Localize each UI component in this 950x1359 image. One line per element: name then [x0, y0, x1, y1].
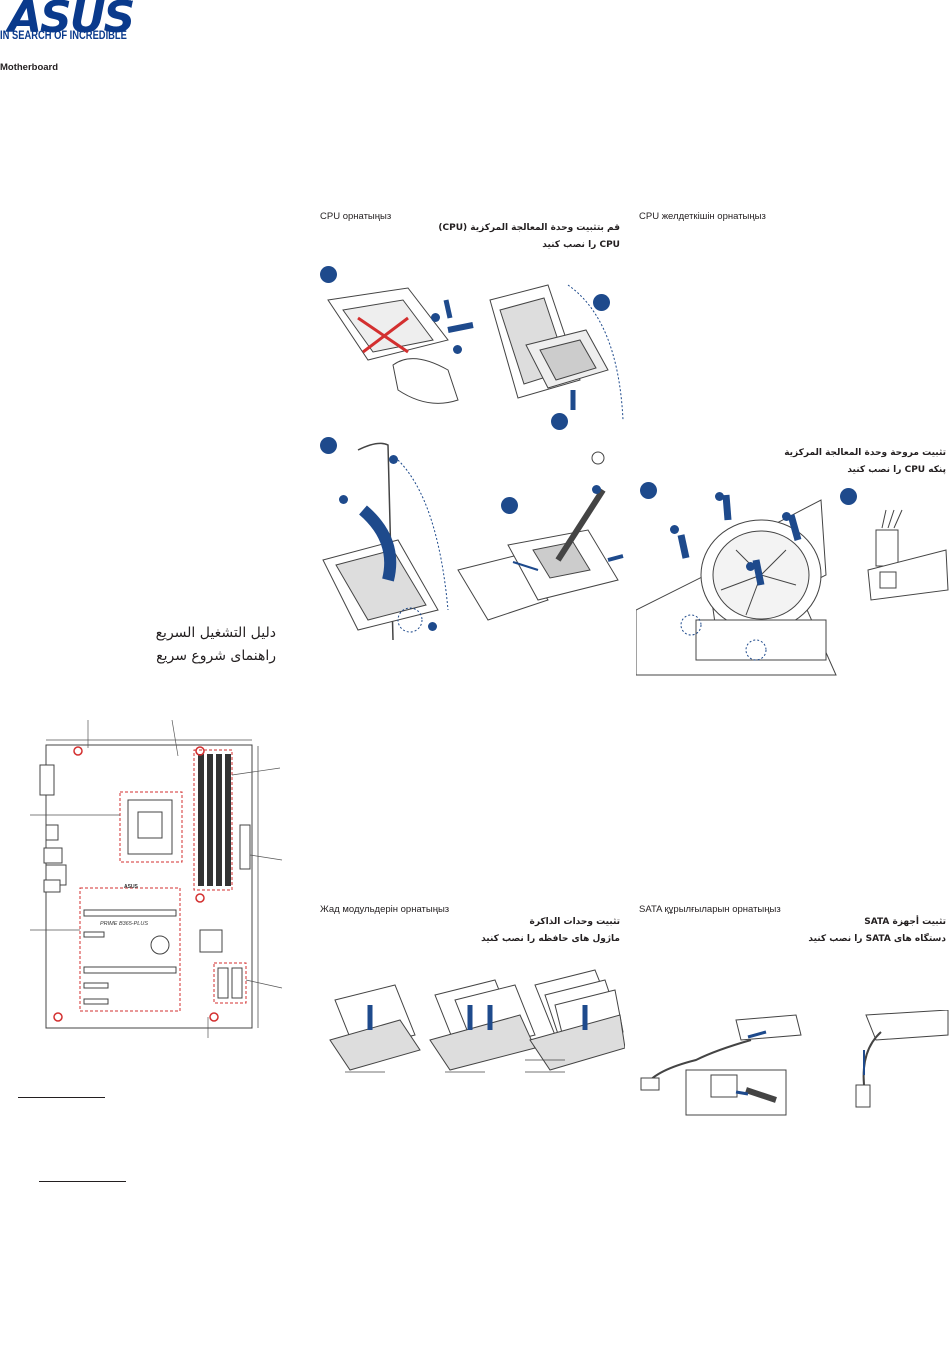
product-category: Motherboard	[0, 62, 59, 73]
step-marker	[453, 345, 462, 354]
sata-title-kk: SATA құрылғыларын орнатыңыз	[639, 904, 781, 915]
quick-start-arabic: دليل التشغيل السريع	[155, 625, 276, 641]
sata-install-illustration	[636, 1010, 950, 1120]
cooler-title-ar: تثبيت مروحة وحدة المعالجة المركزية	[784, 448, 946, 458]
step-marker	[782, 512, 791, 521]
asus-wordmark: ASUS	[8, 0, 135, 43]
step-marker	[593, 294, 610, 311]
quick-start-persian: راهنمای شروع سریع	[156, 648, 276, 664]
step-marker	[428, 622, 437, 631]
step-marker	[339, 495, 348, 504]
cpu-title-kk: CPU орнатыңыз	[320, 211, 392, 222]
step-marker	[320, 266, 337, 283]
cooler-title-fa: پنکه CPU را نصب کنید	[847, 465, 946, 475]
step-marker	[592, 485, 601, 494]
cpu-install-illustration	[318, 260, 628, 660]
step-marker	[670, 525, 679, 534]
board-logo: ASUS	[124, 884, 138, 890]
step-marker	[501, 497, 518, 514]
memory-title-ar: تثبيت وحدات الذاكرة	[529, 917, 621, 927]
divider-line	[18, 1097, 105, 1098]
memory-title-fa: ماژول های حافظه را نصب کنید	[481, 934, 620, 944]
step-marker	[640, 482, 657, 499]
step-marker	[551, 413, 568, 430]
board-model: PRIME B365-PLUS	[100, 921, 148, 927]
step-marker	[715, 492, 724, 501]
divider-line	[39, 1181, 126, 1182]
brand-logo: ASUS ®	[0, 0, 135, 40]
motherboard-layout-diagram: ASUS PRIME B365-PLUS	[0, 720, 290, 1050]
step-marker	[320, 437, 337, 454]
sata-title-ar: تثبيت أجهزة SATA	[864, 917, 946, 927]
cpu-title-fa: CPU را نصب کنید	[542, 240, 620, 250]
memory-install-illustration	[325, 960, 625, 1080]
cooler-install-illustration	[636, 480, 950, 680]
step-marker	[389, 455, 398, 464]
step-marker	[840, 488, 857, 505]
sata-title-fa: دستگاه های SATA را نصب کنید	[808, 934, 946, 944]
cooler-title-kk: CPU желдеткішін орнатыңыз	[639, 211, 766, 222]
memory-title-kk: Жад модульдерін орнатыңыз	[320, 904, 450, 915]
cpu-title-ar: قم بتثبيت وحدة المعالجة المركزية (CPU)	[438, 223, 620, 233]
brand-tagline: IN SEARCH OF INCREDIBLE	[0, 28, 127, 42]
step-marker	[431, 313, 440, 322]
registered-mark: ®	[127, 0, 133, 6]
step-marker	[746, 562, 755, 571]
